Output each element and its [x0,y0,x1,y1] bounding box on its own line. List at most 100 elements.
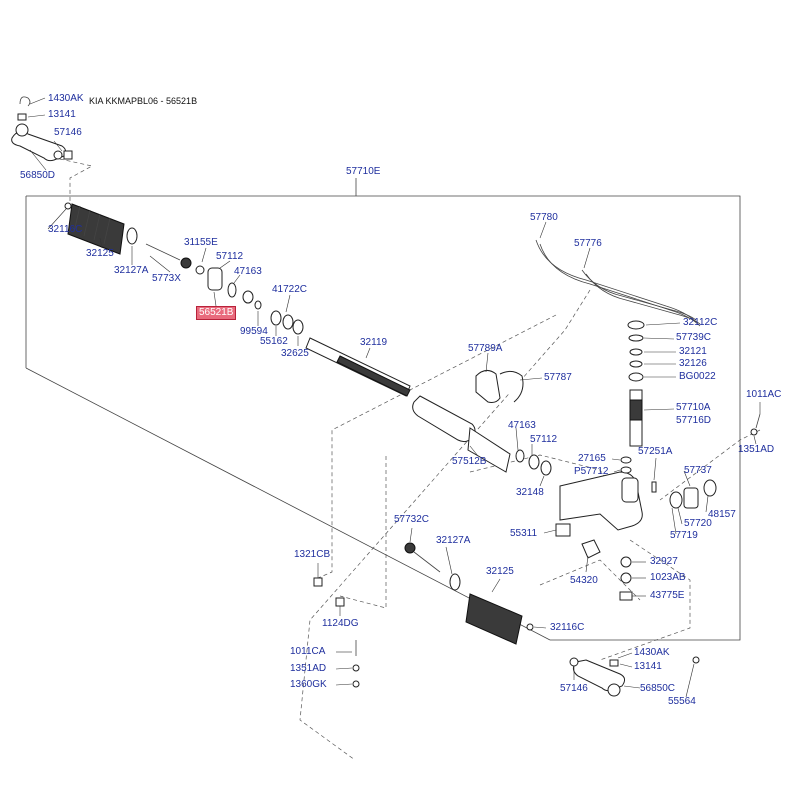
part-label-32116C-mid[interactable]: 32116C [550,622,585,633]
part-label-57737[interactable]: 57737 [684,465,712,476]
part-label-13141-bottom[interactable]: 13141 [634,661,662,672]
bushing-55311 [555,523,571,537]
part-label-55564[interactable]: 55564 [668,696,696,707]
frame-bottom-diagonal [25,367,551,641]
inner-tie-rod-ball-left [180,257,192,269]
part-label-57716D[interactable]: 57716D [676,415,712,426]
part-label-55311[interactable]: 55311 [510,528,538,539]
seal-32126 [629,360,643,368]
part-label-1321CB[interactable]: 1321CB [294,549,331,560]
part-label-57710A[interactable]: 57710A [676,402,711,413]
part-label-1023AB[interactable]: 1023AB [650,572,686,583]
part-label-32119[interactable]: 32119 [360,337,388,348]
bearing-BG0022 [628,372,644,382]
part-label-P57712[interactable]: P57712 [574,466,609,477]
part-label-57146-bottom[interactable]: 57146 [560,683,588,694]
part-label-55162[interactable]: 55162 [260,336,288,347]
part-label-57710E[interactable]: 57710E [346,166,381,177]
dash-line-long [299,289,591,761]
part-label-57780[interactable]: 57780 [530,212,558,223]
part-label-57112-mid[interactable]: 57112 [530,434,558,445]
seal-57112-mid [528,454,540,470]
cotter-pin-55564 [692,656,700,664]
part-label-99594[interactable]: 99594 [240,326,268,337]
feed-tubes [535,239,701,327]
part-label-BG0022[interactable]: BG0022 [679,371,716,382]
part-label-32126[interactable]: 32126 [679,358,707,369]
washer-31155E [195,265,205,275]
part-label-57512B[interactable]: 57512B [452,456,487,467]
mount-43775E [619,591,633,601]
part-label-41722C[interactable]: 41722C [272,284,308,295]
part-label-1351AD-right[interactable]: 1351AD [738,444,775,455]
o-ring-47163-mid [515,449,525,463]
part-label-57719[interactable]: 57719 [670,530,698,541]
part-label-47163-left[interactable]: 47163 [234,266,262,277]
ring-27165 [620,456,632,464]
part-label-32121[interactable]: 32121 [679,346,707,357]
part-label-32112C[interactable]: 32112C [683,317,718,328]
inner-tie-rod-ball-right [404,542,416,554]
part-label-57146-top[interactable]: 57146 [54,127,82,138]
part-label-54320[interactable]: 54320 [570,575,598,586]
cotter-pin-top [19,96,31,107]
part-label-5773X[interactable]: 5773X [152,273,181,284]
part-label-57787[interactable]: 57787 [544,372,572,383]
oil-seal-41722C-a [242,290,254,304]
part-label-32125-left[interactable]: 32125 [86,248,114,259]
part-label-32625[interactable]: 32625 [281,348,309,359]
nut-57146b-top [63,150,73,160]
snap-ring-99594 [254,300,262,310]
part-label-31155E[interactable]: 31155E [184,237,218,248]
part-label-48157[interactable]: 48157 [708,509,736,520]
part-label-1430AK-top[interactable]: 1430AK [48,93,84,104]
part-label-57732C[interactable]: 57732C [394,514,430,525]
ring-32148 [540,460,552,476]
part-label-57739C[interactable]: 57739C [676,332,712,343]
part-label-57776[interactable]: 57776 [574,238,602,249]
ring-32127A-mid [449,573,461,591]
part-label-1011AC[interactable]: 1011AC [746,389,782,400]
o-ring-41722C-b [282,314,294,330]
part-label-32127A-left[interactable]: 32127A [114,265,149,276]
plug-P57712 [620,466,632,474]
part-label-57720[interactable]: 57720 [684,518,712,529]
clip-32116C-left [64,202,72,210]
nut-1023AB [620,572,632,584]
bellows-boot-right [465,593,523,645]
part-label-32927[interactable]: 32927 [650,556,678,567]
part-label-43775E[interactable]: 43775E [650,590,685,601]
part-label-1124DG[interactable]: 1124DG [322,618,359,629]
part-label-57251A[interactable]: 57251A [638,446,673,457]
rack-bar-32119 [305,337,411,397]
part-label-57112-left[interactable]: 57112 [216,251,244,262]
rack-bushing-56521B [207,267,223,291]
washer-1351AD-right [750,428,758,436]
o-ring-47163-left [227,282,237,298]
ring-32121 [629,348,643,356]
nut-32112C [627,320,645,330]
leader-lines [27,97,761,698]
part-label-32125-mid[interactable]: 32125 [486,566,514,577]
part-label-56850D[interactable]: 56850D [20,170,56,181]
part-label-56521B-highlighted[interactable]: 56521B [196,306,237,320]
washer-32927 [620,556,632,568]
o-ring-32625 [292,319,304,335]
part-label-1011CA[interactable]: 1011CA [290,646,326,657]
tie-rod-end-left-ball [15,123,29,137]
part-label-13141-top[interactable]: 13141 [48,109,76,120]
part-label-1430AK-bottom[interactable]: 1430AK [634,647,670,658]
part-label-27165[interactable]: 27165 [578,453,606,464]
washer-1351AD-bottom [352,664,360,672]
bolt-1321CB [313,577,323,587]
part-label-32127A-mid[interactable]: 32127A [436,535,471,546]
part-label-56850C[interactable]: 56850C [640,683,676,694]
part-label-1360GK[interactable]: 1360GK [290,679,327,690]
part-label-32116C-left[interactable]: 32116C [48,224,83,235]
dash-line-right [599,539,691,661]
part-label-47163-mid[interactable]: 47163 [508,420,536,431]
part-label-1351AD-bottom[interactable]: 1351AD [290,663,327,674]
part-label-32148[interactable]: 32148 [516,487,544,498]
part-label-57789A[interactable]: 57789A [468,343,503,354]
